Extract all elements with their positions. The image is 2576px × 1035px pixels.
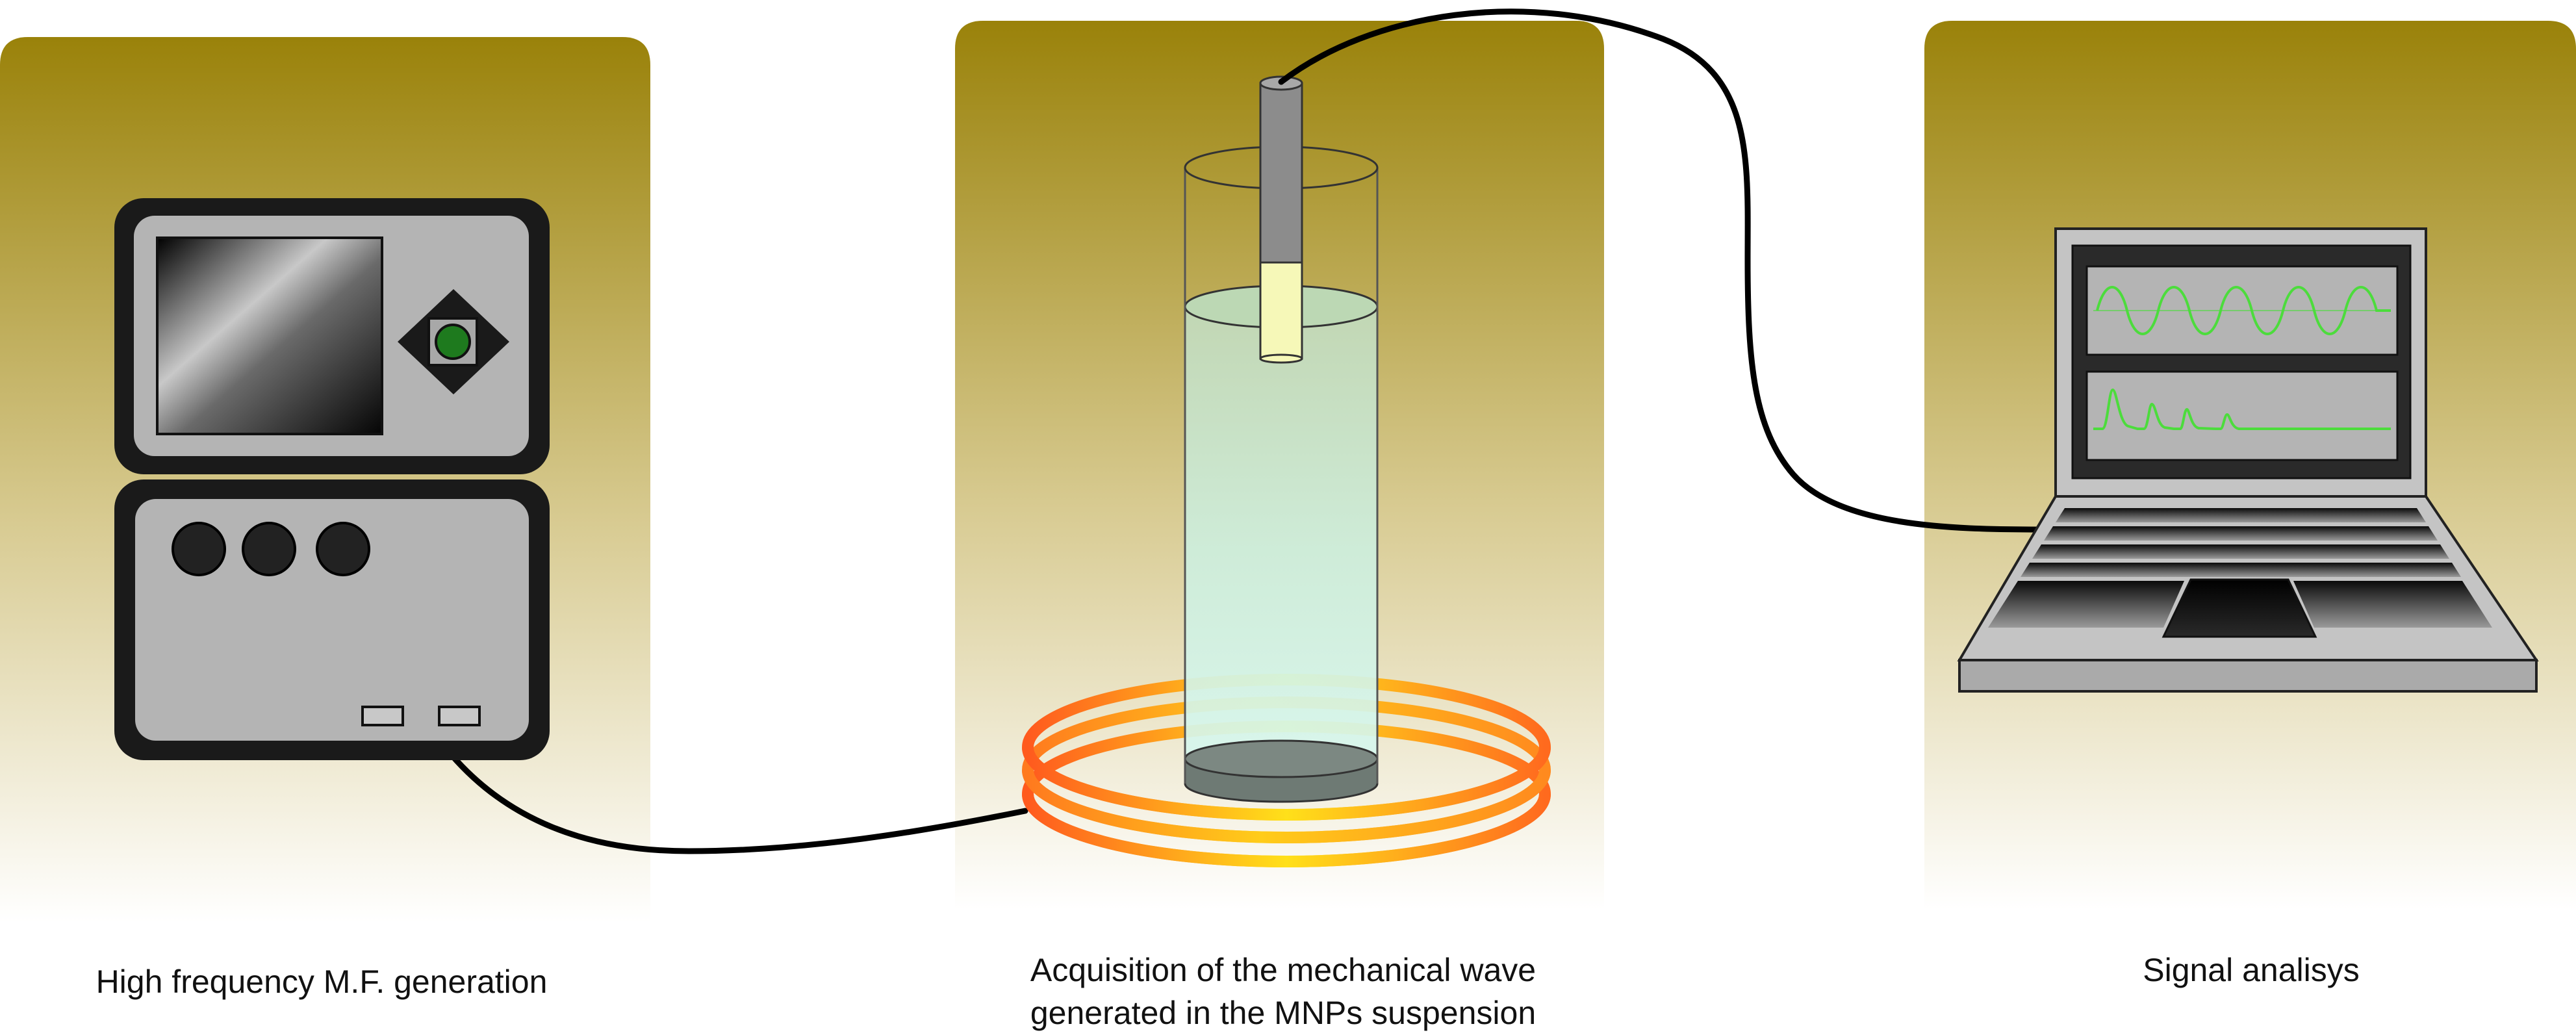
laptop-touchpad [2162, 578, 2317, 638]
generator-knob-2 [242, 522, 296, 576]
coil-ring-2-front [1022, 769, 1551, 843]
coil-ring-3-front [1022, 793, 1551, 867]
generator-caption: High frequency M.F. generation [26, 960, 617, 1003]
sine-signal-trace [2096, 286, 2391, 335]
laptop-keyboard-row-2 [2044, 526, 2438, 541]
suspension-liquid [1185, 307, 1377, 791]
generator-display [156, 236, 383, 435]
laptop-keyboard-row-4 [2021, 563, 2461, 577]
acquisition-caption-line-2: generated in the MNPs suspension [1030, 995, 1537, 1031]
probe-tip [1259, 259, 1303, 360]
induction-coil-front [1022, 747, 1551, 867]
signal-generator-icon [114, 198, 550, 760]
acquisition-caption-line-1: Acquisition of the mechanical wave [1030, 952, 1537, 988]
laptop-palmrest-right [2293, 581, 2492, 628]
analysis-caption-text: Signal analisys [2143, 952, 2360, 988]
tube-bottom-edge [1184, 783, 1379, 803]
acquisition-caption: Acquisition of the mechanical wave gener… [910, 949, 1657, 1034]
coil-ring-1-front [1022, 747, 1551, 821]
laptop-front-edge [1958, 659, 2538, 693]
cable-probe-to-laptop [1278, 8, 2043, 533]
cable-icon [448, 752, 1028, 854]
analysis-caption: Signal analisys [1949, 949, 2553, 991]
tube-bottom-ellipse [1184, 739, 1379, 778]
tube-bottom-sediment [1185, 759, 1377, 802]
generator-knob-1 [172, 522, 226, 576]
probe-tip-end [1259, 353, 1303, 364]
signal-peaks-window [2085, 370, 2399, 461]
generator-port-2 [438, 706, 481, 726]
generator-knob-3 [316, 522, 370, 576]
laptop-icon [1957, 227, 2539, 693]
generator-caption-text: High frequency M.F. generation [96, 964, 548, 1000]
generator-port-1 [361, 706, 404, 726]
generator-bottom-body [135, 499, 529, 741]
peak-signal-trace [2093, 388, 2391, 430]
probe-body [1259, 82, 1303, 264]
laptop-palmrest-left [1988, 581, 2184, 628]
laptop-keyboard-row-3 [2032, 544, 2449, 559]
generator-led-icon [435, 324, 471, 360]
probe-icon [1259, 75, 1303, 364]
laptop-keyboard-row-1 [2056, 508, 2426, 522]
